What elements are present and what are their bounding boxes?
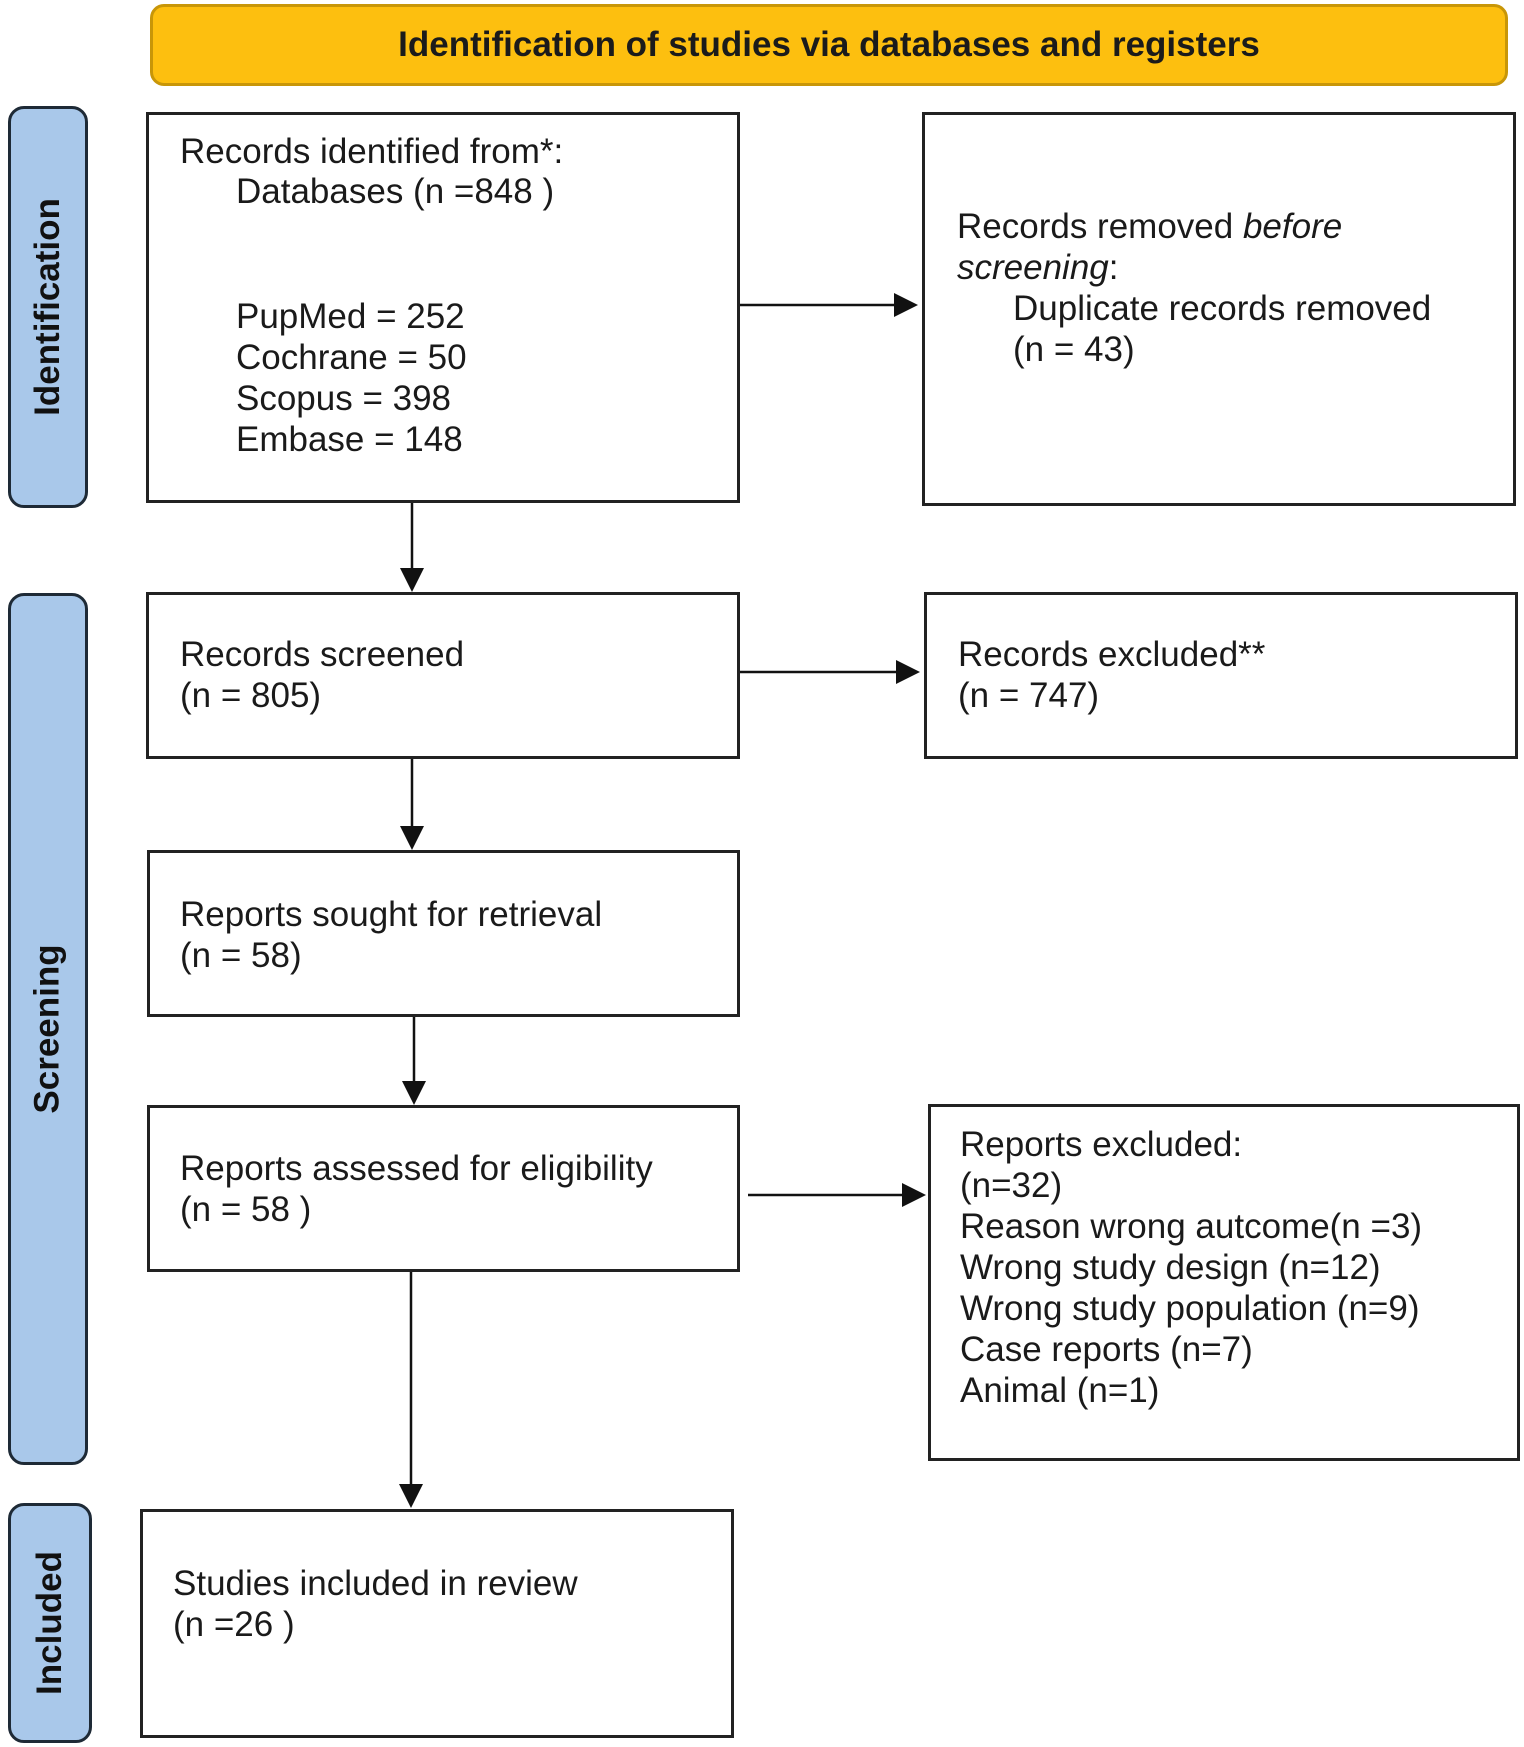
included-box bbox=[140, 1509, 734, 1738]
reports-excluded-text: Reports excluded: (n=32) Reason wrong au… bbox=[960, 1124, 1422, 1411]
excluded-box bbox=[924, 592, 1518, 759]
reason-wrong-outcome: Reason wrong autcome(n =3) bbox=[960, 1207, 1423, 1246]
reason-wrong-population: Wrong study population (n=9) bbox=[960, 1289, 1420, 1328]
removed-line-2: screening: bbox=[957, 248, 1119, 287]
reports-excluded-count: (n=32) bbox=[960, 1166, 1063, 1205]
excluded-count: (n = 747) bbox=[958, 676, 1100, 715]
eligibility-count: (n = 58 ) bbox=[180, 1190, 312, 1229]
identification-heading: Records identified from*: bbox=[180, 132, 564, 171]
source-list: PupMed = 252 Cochrane = 50 Scopus = 398 … bbox=[236, 296, 467, 460]
excluded-label: Records excluded** bbox=[958, 635, 1266, 674]
retrieval-box bbox=[147, 850, 740, 1017]
arrowhead-eligibility bbox=[402, 1081, 426, 1105]
removed-line-3: Duplicate records removed bbox=[1013, 289, 1432, 328]
reason-wrong-design: Wrong study design (n=12) bbox=[960, 1248, 1381, 1287]
phase-included: Included bbox=[8, 1503, 92, 1743]
reports-excluded-box bbox=[928, 1104, 1520, 1461]
removed-box bbox=[922, 112, 1516, 506]
phase-identification: Identification bbox=[8, 106, 88, 508]
excluded-text: Records excluded** (n = 747) bbox=[958, 634, 1265, 716]
phase-screening: Screening bbox=[8, 593, 88, 1465]
screened-box bbox=[146, 592, 740, 759]
eligibility-label: Reports assessed for eligibility bbox=[180, 1149, 653, 1188]
screened-count: (n = 805) bbox=[180, 676, 322, 715]
source-embase: Embase = 148 bbox=[236, 420, 463, 459]
arrowhead-reports-excluded bbox=[902, 1183, 926, 1207]
eligibility-box bbox=[147, 1105, 740, 1272]
banner-title: Identification of studies via databases … bbox=[398, 25, 1260, 64]
removed-line-4: (n = 43) bbox=[1013, 330, 1135, 369]
arrowhead-removed bbox=[894, 293, 918, 317]
included-label: Studies included in review bbox=[173, 1564, 578, 1603]
databases-count: Databases (n =848 ) bbox=[236, 172, 555, 211]
screened-label: Records screened bbox=[180, 635, 465, 674]
source-cochrane: Cochrane = 50 bbox=[236, 338, 467, 377]
arrowhead-included bbox=[399, 1484, 423, 1508]
arrowhead-screened bbox=[400, 568, 424, 592]
identification-box bbox=[146, 112, 740, 503]
included-text: Studies included in review (n =26 ) bbox=[173, 1563, 578, 1645]
retrieval-label: Reports sought for retrieval bbox=[180, 895, 603, 934]
arrowhead-retrieval bbox=[400, 826, 424, 850]
removed-text: Records removed before screening: Duplic… bbox=[957, 206, 1431, 370]
source-scopus: Scopus = 398 bbox=[236, 379, 452, 418]
reason-animal: Animal (n=1) bbox=[960, 1371, 1160, 1410]
reports-excluded-label: Reports excluded: bbox=[960, 1125, 1243, 1164]
removed-line-1: Records removed before bbox=[957, 207, 1343, 246]
source-pubmed: PupMed = 252 bbox=[236, 297, 465, 336]
header-banner: Identification of studies via databases … bbox=[150, 4, 1508, 86]
arrowhead-excluded bbox=[896, 660, 920, 684]
included-count: (n =26 ) bbox=[173, 1605, 295, 1644]
retrieval-text: Reports sought for retrieval (n = 58) bbox=[180, 894, 602, 976]
eligibility-text: Reports assessed for eligibility (n = 58… bbox=[180, 1148, 653, 1230]
retrieval-count: (n = 58) bbox=[180, 936, 302, 975]
reason-case-reports: Case reports (n=7) bbox=[960, 1330, 1253, 1369]
screened-text: Records screened (n = 805) bbox=[180, 634, 464, 716]
